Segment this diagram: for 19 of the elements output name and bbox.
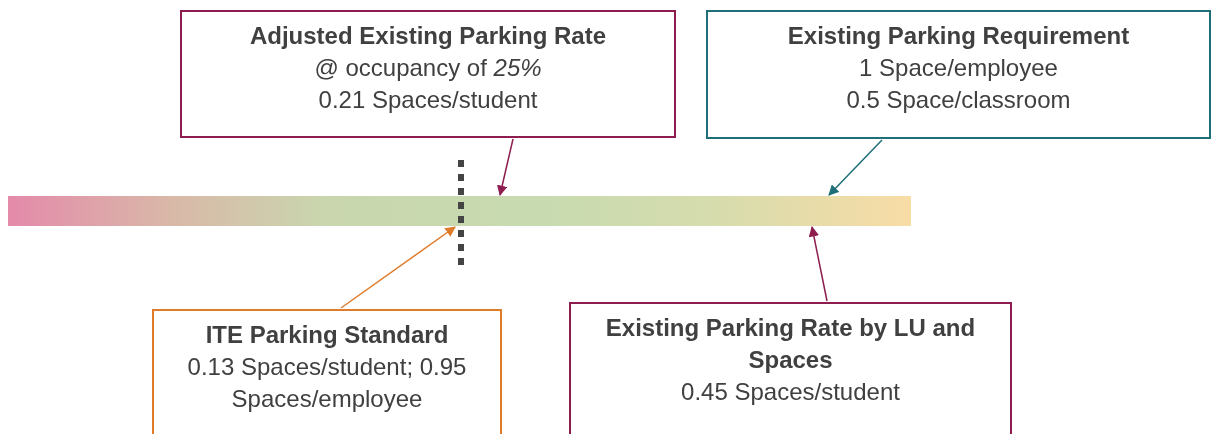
box-heading: ITE Parking Standard — [205, 320, 449, 350]
rate-text: 0.21 Spaces/student — [318, 85, 538, 115]
box-heading: Adjusted Existing Parking Rate — [249, 21, 607, 51]
rate-text: 1 Space/employee — [859, 53, 1058, 83]
box-heading: Existing Parking Rate by LU and Spaces — [604, 313, 977, 375]
callout-box — [152, 309, 502, 434]
box-heading: Existing Parking Requirement — [787, 21, 1130, 51]
callout-box — [180, 10, 676, 138]
leader-arrow — [497, 138, 514, 196]
rate-text: 0.13 Spaces/student; 0.95 Spaces/employee — [186, 352, 468, 414]
rate-text: @ occupancy of 25% — [314, 53, 542, 83]
leader-arrow — [808, 225, 828, 302]
callout-box — [569, 302, 1012, 434]
leader-arrow — [340, 226, 456, 309]
leader-arrow — [828, 139, 883, 196]
rate-text: 0.5 Space/classroom — [846, 85, 1071, 115]
gradient-scale-bar — [8, 196, 911, 226]
callout-box — [706, 10, 1211, 139]
rate-text: 0.45 Spaces/student — [681, 377, 900, 407]
